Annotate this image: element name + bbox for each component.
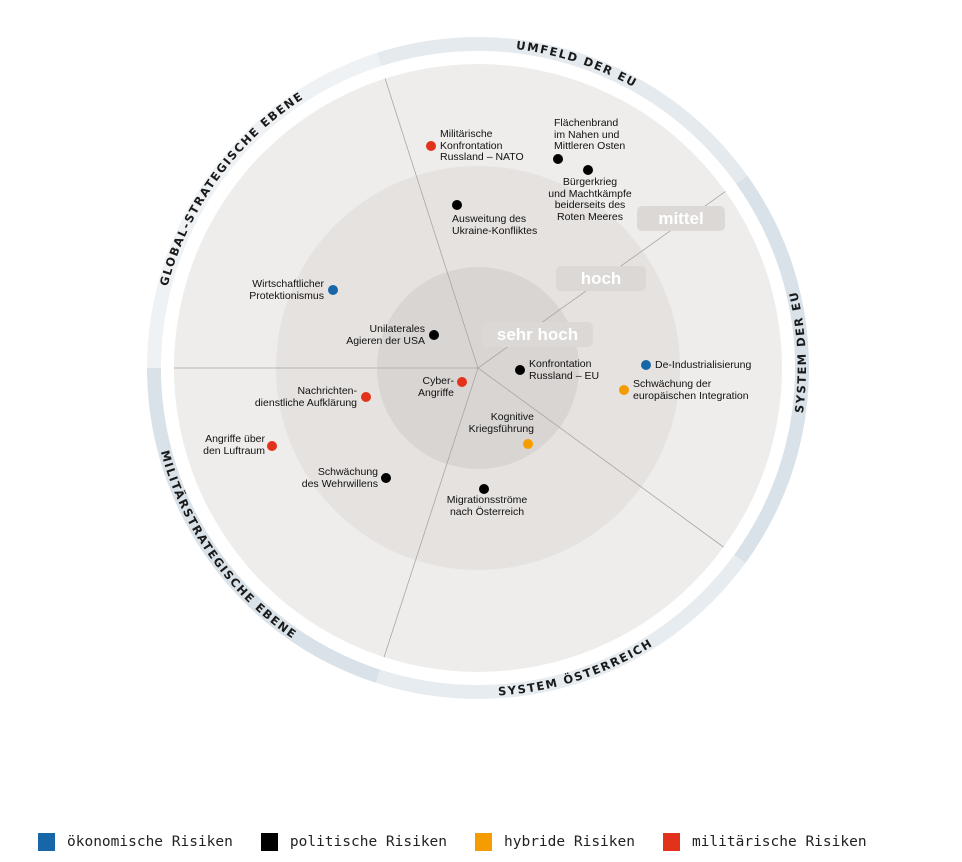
risk-label-line: Angriffe über [205,433,265,445]
risk-label-line: Cyber- [422,375,454,387]
risk-label-line: im Nahen und [554,128,620,141]
risk-label-line: Mittleren Osten [554,140,626,153]
risk-marker-militaerisch [361,392,371,402]
legend-label: militärische Risiken [691,834,867,850]
risk-marker-politisch [479,484,489,494]
risk-label-line: nach Österreich [449,505,525,518]
sector-divider [383,367,479,658]
risk-label: De-Industrialisierung [655,359,752,372]
risk-label-line: Russland – NATO [440,151,524,164]
risk-marker-hybrid [523,439,533,449]
risk-label-line: europäischen Integration [633,389,749,402]
legend-swatch [662,833,680,851]
ring-segment-militaer [146,368,381,683]
risk-label-line: Ukraine-Konfliktes [452,224,538,237]
sector-divider [384,78,479,369]
risk-marker-militaerisch [457,377,467,387]
ring-segment-global [147,52,382,368]
risk-label-line: den Luftraum [203,444,265,457]
level-label-sehr-hoch: sehr hoch [482,322,593,347]
risk-label-line: Ausweitung des [452,213,527,225]
risk-label-line: Unilaterales [369,323,425,335]
risk-marker-politisch [429,330,439,340]
legend-label: politische Risiken [289,834,448,850]
legend-item-oekonomisch: ökonomische Risiken [38,833,233,851]
level-label-hoch: hoch [556,266,646,291]
risk-marker-politisch [452,200,462,210]
risk-marker-politisch [381,473,391,483]
risk-label-line: Konfrontation [440,139,503,152]
risk-label-line: Roten Meeres [557,210,623,223]
risk-label: Cyber-Angriffe [418,375,454,399]
risk-label-line: Schwächung [317,466,378,478]
risk-label-line: Kognitive [490,411,534,423]
risk-label-line: De-Industrialisierung [655,359,752,371]
risk-label-line: des Wehrwillens [301,477,378,490]
legend-item-militaerisch: militärische Risiken [662,833,867,851]
risk-label-line: Agieren der USA [346,334,425,347]
risk-label-line: Russland – EU [529,369,600,382]
risk-label-line: und Machtkämpfe [548,187,632,200]
risk-label-line: Wirtschaftlicher [252,278,324,290]
legend-label: ökonomische Risiken [67,834,233,850]
risk-label-line: Militärische [440,128,493,140]
outer-ring [146,37,809,699]
sector-divider [477,367,724,548]
ring-segment-system-eu [734,175,809,564]
legend-swatch [260,833,278,851]
ring-segment-system-at [375,554,746,699]
risk-label-line: Bürgerkrieg [562,176,618,188]
risk-label-line: Konfrontation [529,358,592,370]
risk-label-line: Nachrichten- [297,385,357,397]
risk-label-line: Flächenbrand [554,117,619,129]
risk-label: Nachrichten-dienstliche Aufklärung [254,385,357,409]
ring-segment-umfeld [376,37,748,184]
risk-marker-oekonomisch [328,285,338,295]
legend-item-hybrid: hybride Risiken [475,833,635,851]
legend: ökonomische Risiken politische Risiken h… [38,833,895,851]
risk-marker-oekonomisch [641,360,651,370]
risk-label-line: Angriffe [418,386,454,399]
risk-label-line: beiderseits des [554,199,626,212]
risk-marker-politisch [515,365,525,375]
risk-marker-hybrid [619,385,629,395]
risk-marker-politisch [583,165,593,175]
level-label-mittel: mittel [637,206,725,231]
risk-marker-politisch [553,154,563,164]
legend-swatch [38,833,55,851]
legend-swatch [475,833,493,851]
legend-label: hybride Risiken [504,834,635,850]
risk-marker-militaerisch [267,441,277,451]
risk-label-line: Migrationsströme [446,494,528,506]
risk-label-line: Protektionismus [249,289,324,302]
risk-label-line: dienstliche Aufklärung [254,396,357,409]
legend-item-politisch: politische Risiken [260,833,448,851]
risk-label-line: Kriegsführung [468,422,534,435]
risk-label-line: Schwächung der [633,378,712,390]
risk-marker-militaerisch [426,141,436,151]
